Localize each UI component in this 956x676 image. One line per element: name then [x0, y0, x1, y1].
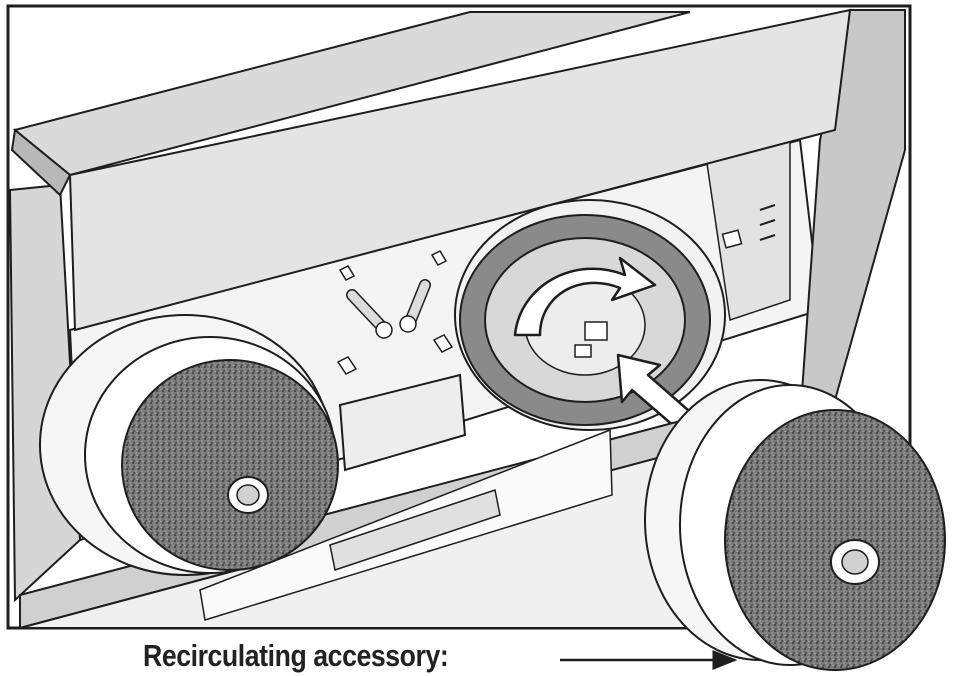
fan-hub-clip [584, 321, 608, 341]
hood-top-rail-edge [10, 128, 72, 197]
right-carbon-filter [644, 379, 946, 671]
light-tube [329, 489, 501, 571]
wall-slot [759, 219, 776, 226]
caption-text: Recirculating accessory: [143, 638, 449, 673]
switch-box [338, 373, 467, 472]
control-levers [336, 250, 454, 375]
wall-switch [721, 229, 743, 249]
panel-edge [74, 129, 836, 331]
curved-arrow-icon [513, 256, 657, 337]
wall-slot [759, 204, 776, 211]
wall-slot [759, 234, 776, 241]
fan-hub-clip [574, 344, 592, 358]
left-carbon-filter [39, 314, 339, 576]
